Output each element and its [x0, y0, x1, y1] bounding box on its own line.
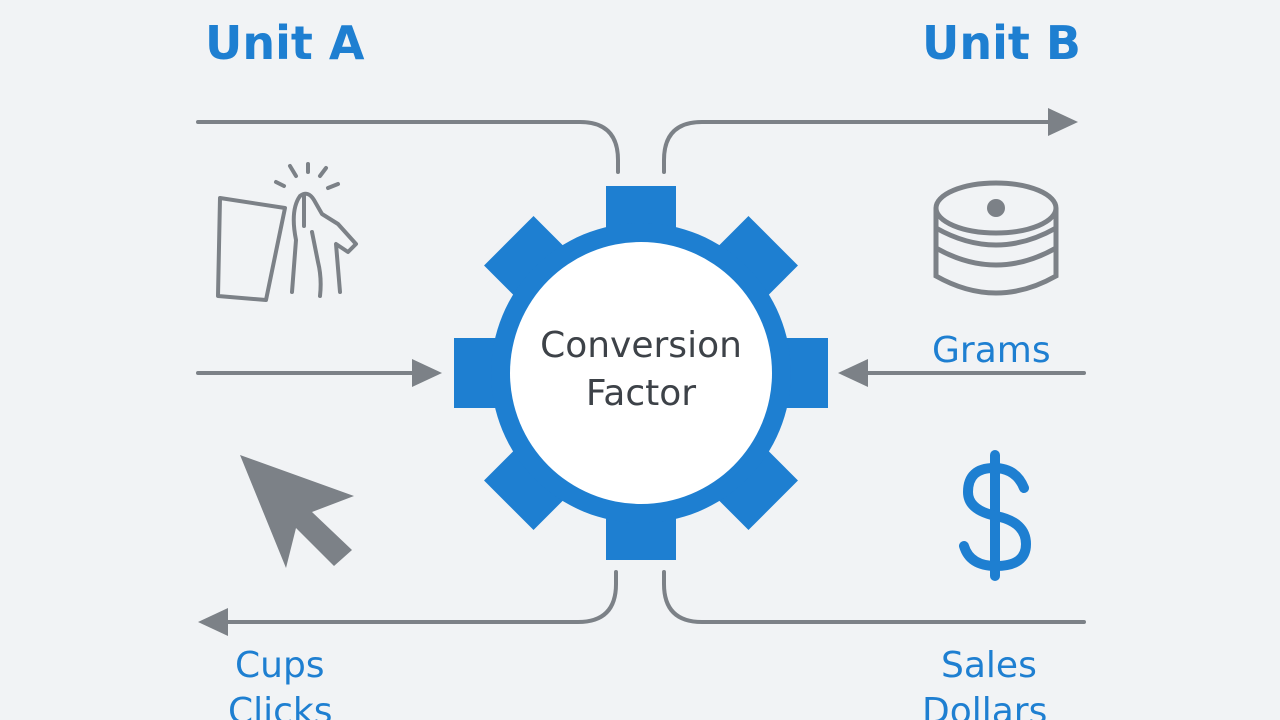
arrowhead-mid-right — [838, 359, 868, 387]
arrowhead-bottom-left — [198, 608, 228, 636]
connector-top-right — [662, 120, 1052, 174]
center-line-2: Factor — [585, 373, 697, 414]
unit-a-title: Unit A — [205, 16, 365, 70]
center-line-1: Conversion — [540, 325, 742, 366]
dollar-sign-icon — [959, 450, 1032, 581]
gear-icon — [454, 186, 828, 560]
unit-b-label-sales: Sales — [941, 645, 1037, 686]
connector-bottom-right — [662, 570, 1086, 624]
connector-top-left — [196, 120, 620, 174]
arrowhead-mid-left — [412, 359, 442, 387]
arrowhead-top-right — [1048, 108, 1078, 136]
coin-stack-icon — [933, 180, 1059, 296]
connector-bottom-left — [224, 570, 618, 624]
unit-a-label-cups: Cups — [235, 645, 325, 686]
conversion-factor-label: Conversion Factor — [510, 322, 772, 418]
unit-a-label-clicks: Clicks — [228, 691, 333, 720]
cup-hand-icon — [216, 162, 358, 302]
mouse-cursor-icon — [240, 455, 354, 568]
unit-b-label-dollars: Dollars — [922, 691, 1048, 720]
unit-b-title: Unit B — [922, 16, 1081, 70]
unit-b-label-grams: Grams — [932, 330, 1051, 371]
